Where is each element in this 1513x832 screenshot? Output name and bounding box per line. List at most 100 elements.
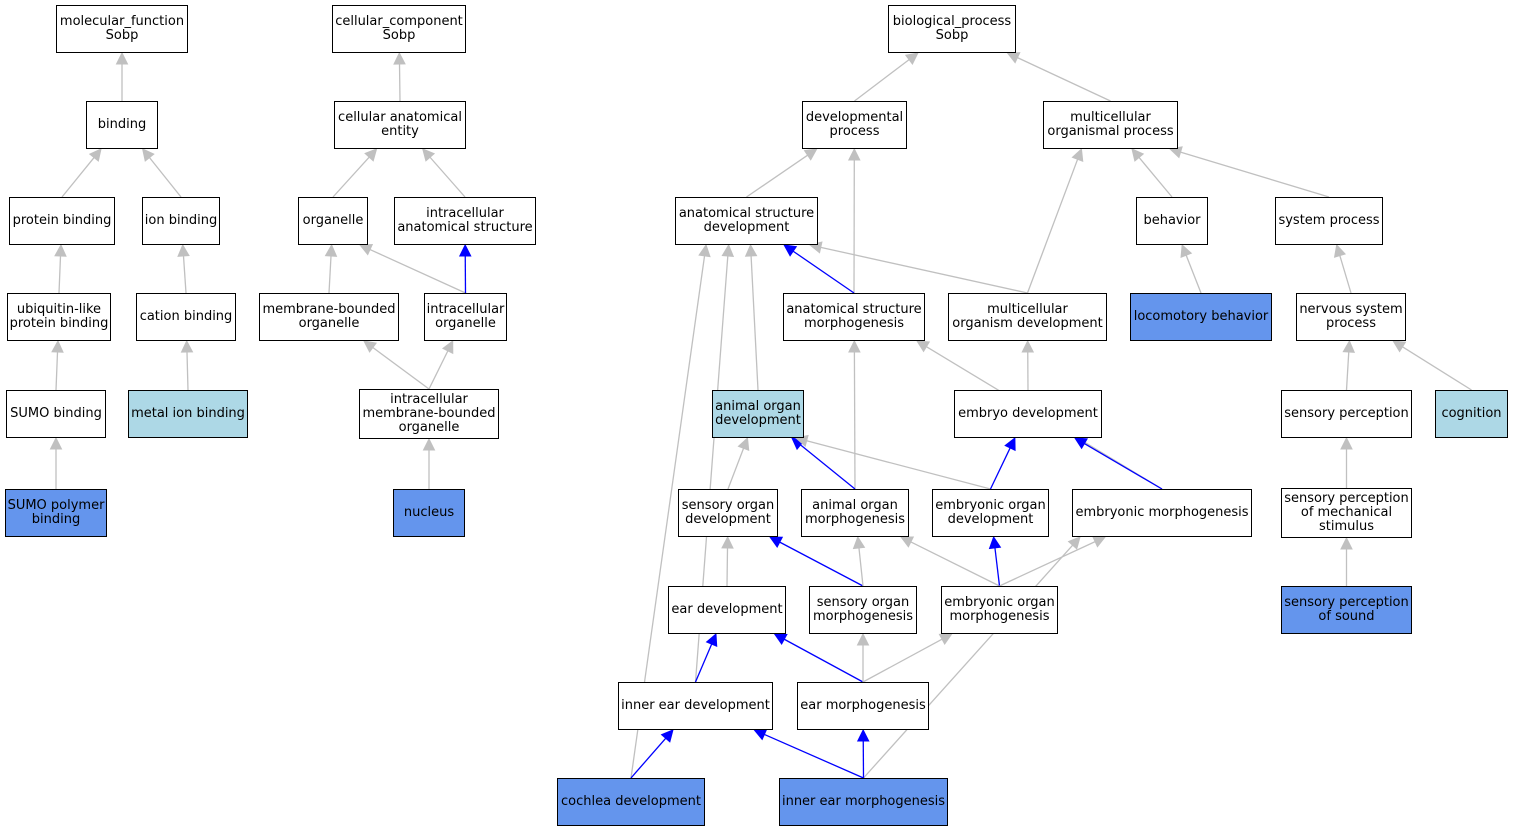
node-metal-ion-binding[interactable]: metal ion binding — [128, 390, 248, 438]
node-multicellular-organism-development[interactable]: multicellular organism development — [948, 293, 1107, 341]
arrowhead-sod-to-aod — [737, 436, 750, 451]
node-nervous-system-process[interactable]: nervous system process — [1296, 293, 1406, 341]
node-locomotory-behavior[interactable]: locomotory behavior — [1130, 293, 1272, 341]
edge-ion_binding-to-binding — [149, 157, 182, 198]
node-molecular-function[interactable]: molecular_function Sobp — [56, 5, 188, 53]
node-intracellular-membrane-bounded-organelle[interactable]: intracellular membrane-bounded organelle — [359, 389, 499, 439]
node-cochlea-development[interactable]: cochlea development — [557, 778, 705, 826]
edge-ear_morph-to-eom — [862, 638, 943, 683]
arrowhead-em-to-asm — [916, 340, 931, 353]
node-system-process[interactable]: system process — [1275, 197, 1383, 245]
edge-cae-to-cc — [398, 63, 401, 102]
edge-asd-to-devproc — [746, 154, 808, 198]
arrowhead-eod-to-embryo_dev — [1004, 436, 1016, 452]
node-intracellular-organelle[interactable]: intracellular organelle — [424, 293, 507, 341]
node-ion-binding[interactable]: ion binding — [142, 197, 220, 245]
node-multicellular-organismal-process[interactable]: multicellular organismal process — [1043, 101, 1178, 149]
arrowhead-nsp-to-sysproc — [1333, 243, 1347, 258]
edge-sysproc-to-mop — [1180, 151, 1330, 198]
node-sensory-organ-morphogenesis[interactable]: sensory organ morphogenesis — [809, 586, 917, 634]
arrowhead-organelle-to-cae — [364, 148, 378, 162]
node-ear-development[interactable]: ear development — [668, 586, 786, 634]
edge-cation_binding-to-ion_binding — [182, 255, 187, 294]
node-embryo-development[interactable]: embryo development — [954, 390, 1102, 438]
edge-locomotory-to-behavior — [1185, 255, 1202, 294]
arrowhead-som-to-sod — [769, 536, 784, 548]
node-cognition[interactable]: cognition — [1435, 390, 1508, 438]
node-inner-ear-morphogenesis[interactable]: inner ear morphogenesis — [779, 778, 948, 826]
edge-sensory_perception-to-nsp — [1345, 351, 1350, 391]
arrowhead-sumo_polymer-to-sumo_binding — [49, 436, 63, 450]
node-sumo-polymer-binding[interactable]: SUMO polymer binding — [5, 489, 107, 537]
arrowhead-imbo-to-mbo — [363, 340, 377, 353]
arrowhead-mbo-to-organelle — [324, 243, 338, 257]
arrowhead-protein_binding-to-binding — [88, 148, 102, 162]
arrowhead-imbo-to-io — [441, 339, 454, 355]
node-cation-binding[interactable]: cation binding — [136, 293, 236, 341]
arrowhead-eom-to-eod — [988, 535, 1002, 550]
edge-ied-to-ear_dev — [694, 643, 713, 683]
arrowhead-io-to-ias — [458, 243, 472, 257]
arrowhead-aod-to-asd — [744, 243, 758, 257]
node-sumo-binding[interactable]: SUMO binding — [6, 390, 106, 438]
arrowhead-iem-to-ear_morph — [856, 728, 870, 742]
arrowhead-em-to-embryo_dev — [1073, 437, 1089, 450]
node-animal-organ-development[interactable]: animal organ development — [712, 390, 804, 438]
node-sensory-perception-of-mechanical-stimulus[interactable]: sensory perception of mechanical stimulu… — [1281, 488, 1412, 538]
edge-som-to-aom — [858, 547, 864, 587]
node-sensory-perception-of-sound[interactable]: sensory perception of sound — [1281, 586, 1412, 634]
arrowhead-metal_ion_binding-to-cation_binding — [180, 339, 194, 353]
node-anatomical-structure-morphogenesis[interactable]: anatomical structure morphogenesis — [783, 293, 925, 341]
edge-mod-to-asd — [820, 246, 1028, 294]
arrowhead-cochlea-to-ied — [660, 729, 674, 743]
node-behavior[interactable]: behavior — [1136, 197, 1208, 245]
edge-eom-to-aom — [910, 541, 1000, 587]
edge-nsp-to-sysproc — [1339, 255, 1352, 294]
edge-protein_binding-to-binding — [61, 157, 95, 198]
edge-io-to-organelle — [369, 248, 466, 294]
arrowhead-ear_morph-to-som — [856, 632, 870, 646]
arrowhead-cae-to-cc — [393, 51, 406, 65]
edge-imbo-to-io — [428, 350, 449, 390]
node-cellular-anatomical-entity[interactable]: cellular anatomical entity — [334, 101, 466, 149]
node-cellular-component[interactable]: cellular_component Sobp — [332, 5, 466, 53]
arrowhead-iem-to-em — [1067, 536, 1081, 550]
node-sensory-perception[interactable]: sensory perception — [1281, 390, 1412, 438]
arrowhead-sumo_binding-to-ubl_binding — [51, 339, 64, 353]
edge-asm-to-asd — [792, 250, 855, 294]
node-sensory-organ-development[interactable]: sensory organ development — [678, 489, 778, 537]
node-inner-ear-development[interactable]: inner ear development — [618, 682, 773, 730]
arrowhead-eom-to-em — [1092, 536, 1107, 548]
arrowhead-io-to-organelle — [358, 244, 374, 256]
node-nucleus[interactable]: nucleus — [393, 489, 465, 537]
edge-mbo-to-organelle — [328, 255, 332, 294]
node-binding[interactable]: binding — [86, 101, 158, 149]
node-protein-binding[interactable]: protein binding — [9, 197, 115, 245]
node-developmental-process[interactable]: developmental process — [802, 101, 907, 149]
node-ear-morphogenesis[interactable]: ear morphogenesis — [797, 682, 929, 730]
node-anatomical-structure-development[interactable]: anatomical structure development — [675, 197, 818, 245]
node-ubiquitin-like-protein-binding[interactable]: ubiquitin-like protein binding — [7, 293, 111, 341]
edge-imbo-to-mbo — [372, 347, 430, 390]
node-intracellular-anatomical-structure[interactable]: intracellular anatomical structure — [394, 197, 536, 245]
edge-mop-to-bp — [1017, 57, 1111, 102]
arrowhead-spms-to-sensory_perception — [1340, 436, 1353, 450]
node-embryonic-organ-development[interactable]: embryonic organ development — [932, 489, 1049, 537]
arrowhead-ear_morph-to-eom — [938, 633, 953, 646]
arrowhead-ion_binding-to-binding — [141, 148, 155, 162]
node-embryonic-morphogenesis[interactable]: embryonic morphogenesis — [1072, 489, 1252, 537]
arrowhead-mop-to-bp — [1006, 52, 1021, 64]
edge-ubl_binding-to-protein_binding — [58, 255, 62, 294]
node-biological-process[interactable]: biological_process Sobp — [888, 5, 1016, 53]
node-membrane-bounded-organelle[interactable]: membrane-bounded organelle — [259, 293, 399, 341]
arrowhead-sensory_perception-to-nsp — [1342, 339, 1356, 353]
arrowhead-ias-to-cae — [422, 148, 436, 162]
edge-iem-to-em — [863, 544, 1074, 779]
node-organelle[interactable]: organelle — [298, 197, 368, 245]
node-animal-organ-morphogenesis[interactable]: animal organ morphogenesis — [801, 489, 909, 537]
edge-mod-to-mop — [1026, 159, 1079, 294]
edge-behavior-to-mop — [1138, 157, 1173, 198]
arrowhead-mod-to-mop — [1071, 147, 1084, 162]
node-embryonic-organ-morphogenesis[interactable]: embryonic organ morphogenesis — [941, 586, 1058, 634]
arrowhead-nucleus-to-imbo — [422, 437, 436, 451]
